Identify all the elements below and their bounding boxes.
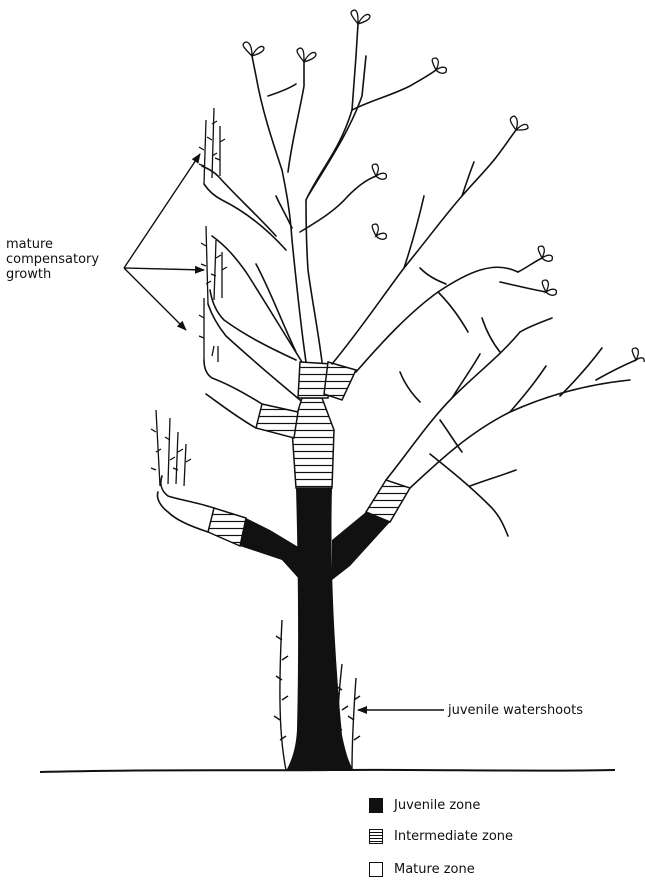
label-line: growth [6,267,99,282]
legend-label: Mature zone [394,862,475,877]
intermediate-swatch [369,829,383,844]
mature-swatch [369,862,383,877]
legend-item-mature: Mature zone [369,860,475,878]
label-mature-compensatory-growth: mature compensatory growth [6,237,99,282]
legend-label: Intermediate zone [394,829,513,844]
mature-zone-branches [157,24,636,536]
legend-item-juvenile: Juvenile zone [369,796,480,814]
label-line: mature [6,237,99,252]
legend-item-intermediate: Intermediate zone [369,827,513,845]
arrow-compensatory-upper [124,154,200,268]
arrow-compensatory-lower [124,268,186,330]
arrow-compensatory-middle [124,268,204,270]
legend-label: Juvenile zone [394,798,480,813]
juvenile-swatch [369,798,383,813]
label-line: compensatory [6,252,99,267]
juvenile-zone [240,488,390,771]
label-juvenile-watershoots: juvenile watershoots [448,703,583,718]
compensatory-shoots [151,108,227,486]
